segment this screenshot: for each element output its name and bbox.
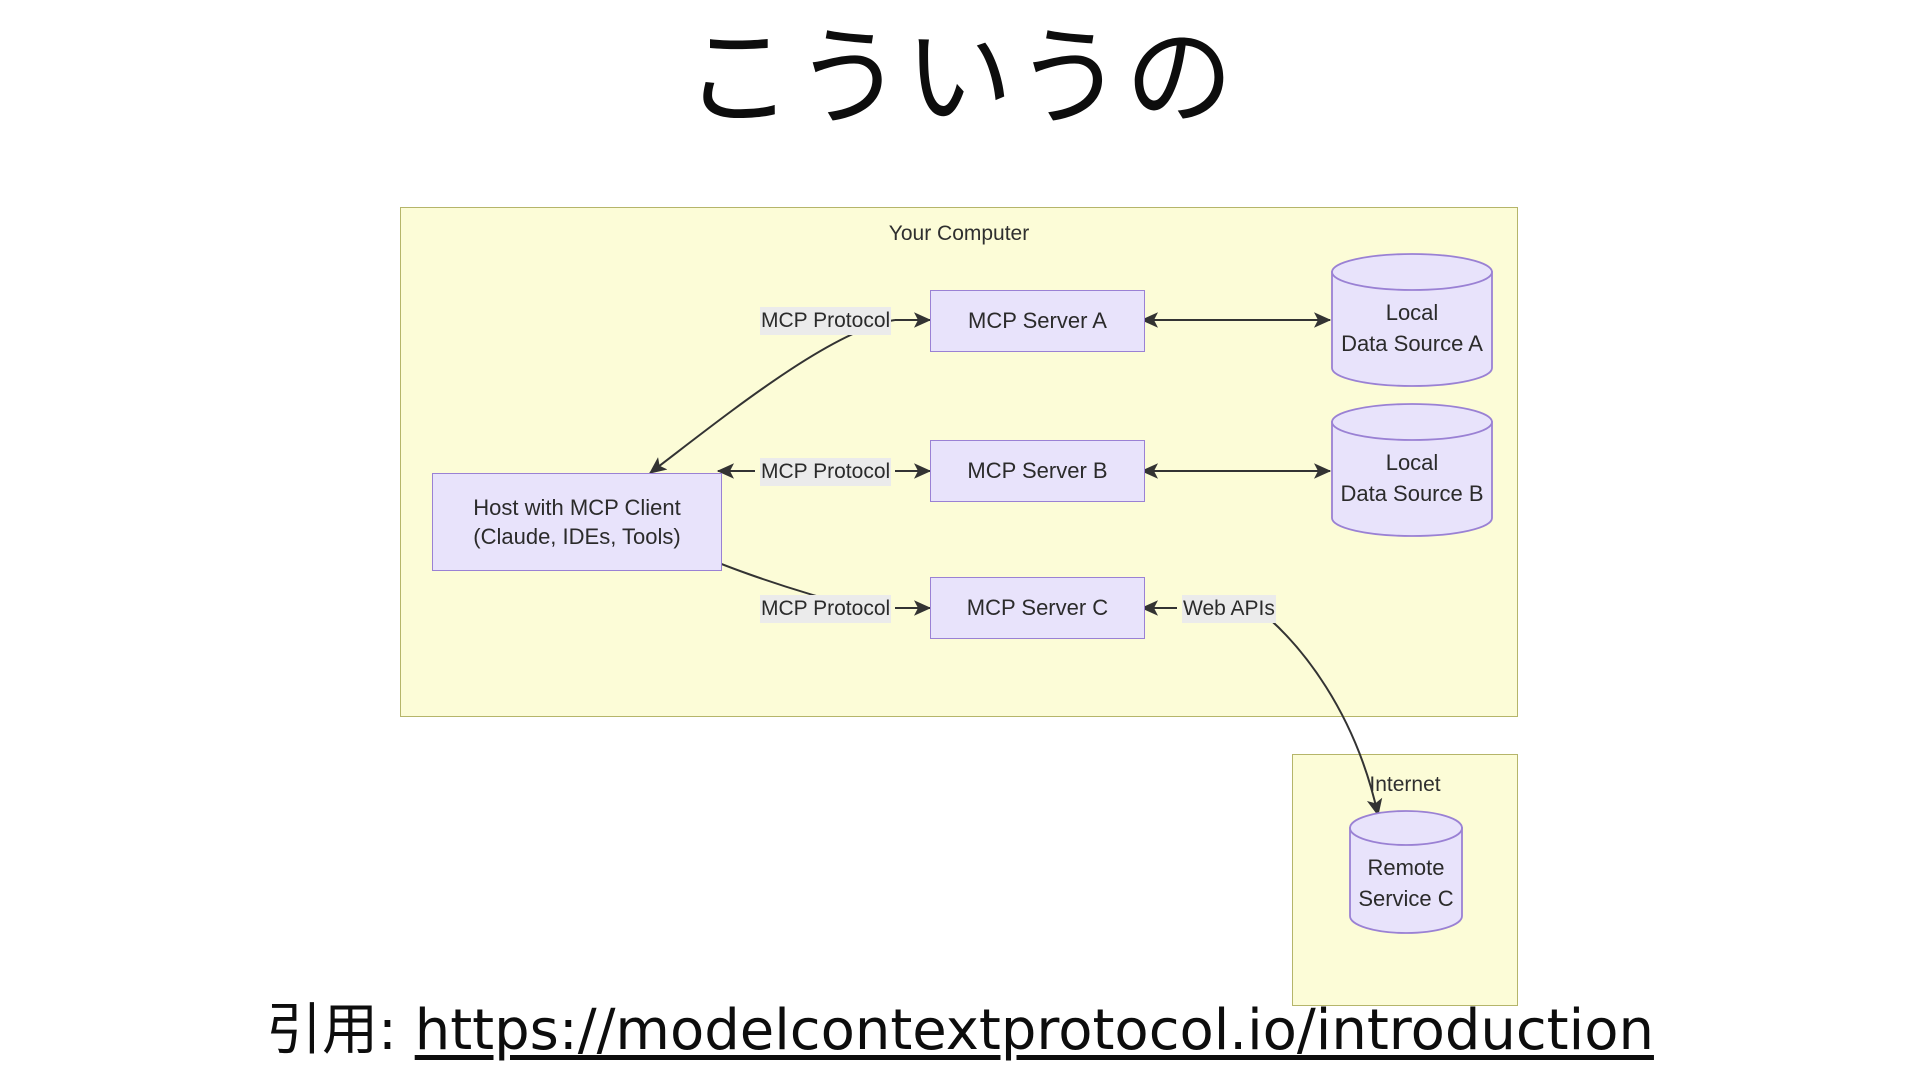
node-data-source-a[interactable]: Local Data Source A (1330, 252, 1494, 388)
cylinder-shape-a (1331, 253, 1493, 387)
node-server-c-label: MCP Server C (966, 595, 1109, 621)
node-data-source-b[interactable]: Local Data Source B (1330, 402, 1494, 538)
node-server-a[interactable]: MCP Server A (930, 290, 1145, 352)
citation-link[interactable]: https://modelcontextprotocol.io/introduc… (414, 998, 1654, 1063)
mcp-architecture-diagram: Your Computer Internet (0, 190, 1920, 1006)
citation-footer: 引用: https://modelcontextprotocol.io/intr… (0, 985, 1920, 1066)
group-internet: Internet (1292, 754, 1518, 1006)
node-server-b-label: MCP Server B (967, 458, 1108, 484)
edge-label-host-server-b: MCP Protocol (760, 458, 892, 487)
node-remote-service-c[interactable]: Remote Service C (1348, 810, 1464, 935)
cylinder-shape-remote (1349, 810, 1463, 934)
node-host[interactable]: Host with MCP Client (Claude, IDEs, Tool… (432, 473, 722, 571)
group-label-your-computer: Your Computer (888, 222, 1030, 245)
edge-label-web-apis: Web APIs (1182, 595, 1276, 624)
page-title: こういうの (684, 16, 1236, 141)
connector-layer (649, 312, 1383, 817)
node-host-line-2: (Claude, IDEs, Tools) (473, 524, 681, 549)
node-host-line-1: Host with MCP Client (473, 494, 681, 520)
cylinder-shape-b (1331, 403, 1493, 537)
group-label-internet: Internet (1369, 773, 1441, 796)
node-server-a-label: MCP Server A (968, 308, 1107, 334)
edge-label-host-server-a: MCP Protocol (760, 307, 892, 336)
edge-label-host-server-c: MCP Protocol (760, 595, 892, 624)
citation-prefix: 引用: (266, 998, 415, 1063)
node-server-b[interactable]: MCP Server B (930, 440, 1145, 502)
node-server-c[interactable]: MCP Server C (930, 577, 1145, 639)
